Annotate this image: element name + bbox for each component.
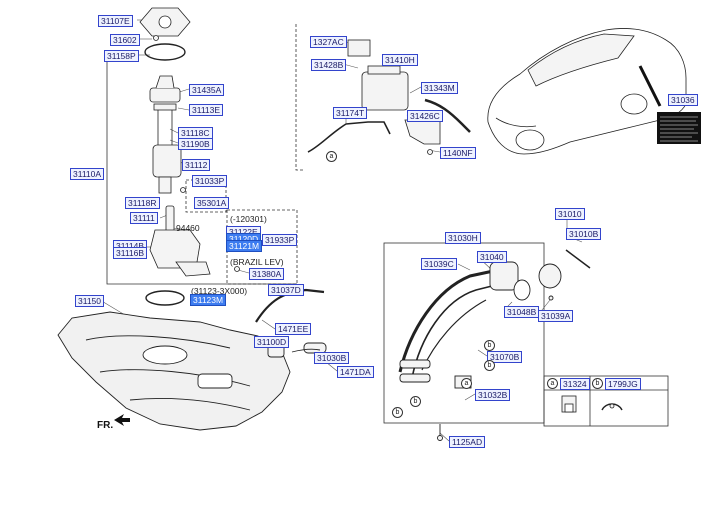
part-31150[interactable]: 31150 bbox=[75, 295, 105, 307]
part-31010[interactable]: 31010 bbox=[555, 208, 585, 220]
part-31030H[interactable]: 31030H bbox=[445, 232, 481, 244]
part-31343M[interactable]: 31343M bbox=[421, 82, 458, 94]
part-31036[interactable]: 31036 bbox=[668, 94, 698, 106]
part-1125AD[interactable]: 1125AD bbox=[449, 436, 486, 448]
part-31110A[interactable]: 31110A bbox=[70, 168, 105, 180]
part-31933P-right[interactable]: 31933P bbox=[262, 234, 298, 246]
part-31107E[interactable]: 31107E bbox=[98, 15, 133, 27]
part-31174T[interactable]: 31174T bbox=[333, 107, 368, 119]
note-date-range: (-120301) bbox=[230, 214, 267, 224]
part-31435A[interactable]: 31435A bbox=[189, 84, 225, 96]
note-brazil-partno: (31123-3X000) bbox=[191, 286, 248, 296]
callout-b-2: b bbox=[484, 360, 495, 371]
part-31380A[interactable]: 31380A bbox=[249, 268, 285, 280]
part-31118R[interactable]: 31118R bbox=[125, 197, 160, 209]
part-1799JG[interactable]: 1799JG bbox=[605, 378, 641, 390]
callout-b-3: b bbox=[392, 407, 403, 418]
part-31070B[interactable]: 31070B bbox=[487, 351, 523, 363]
part-31032B[interactable]: 31032B bbox=[475, 389, 511, 401]
legend-ref-b: b bbox=[592, 378, 603, 389]
callout-b-4: b bbox=[410, 396, 421, 407]
callout-a-hose: a bbox=[326, 151, 337, 162]
part-31324[interactable]: 31324 bbox=[560, 378, 590, 390]
part-31602[interactable]: 31602 bbox=[110, 34, 140, 46]
part-31100D[interactable]: 31100D bbox=[254, 336, 290, 348]
part-31033P-top[interactable]: 31033P bbox=[192, 175, 228, 187]
part-31030B[interactable]: 31030B bbox=[314, 352, 350, 364]
part-31112[interactable]: 31112 bbox=[182, 159, 211, 171]
part-31428B[interactable]: 31428B bbox=[311, 59, 347, 71]
part-31121M[interactable]: 31121M bbox=[226, 240, 263, 252]
part-1327AC[interactable]: 1327AC bbox=[310, 36, 347, 48]
part-31111[interactable]: 31111 bbox=[130, 212, 158, 224]
part-31037D[interactable]: 31037D bbox=[268, 284, 304, 296]
legend-ref-a: a bbox=[547, 378, 558, 389]
part-1140NF[interactable]: 1140NF bbox=[440, 147, 476, 159]
part-31426C[interactable]: 31426C bbox=[407, 110, 443, 122]
part-1471EE[interactable]: 1471EE bbox=[275, 323, 312, 335]
part-31039C[interactable]: 31039C bbox=[421, 258, 457, 270]
callout-b-1: b bbox=[484, 340, 495, 351]
front-direction-label: FR. bbox=[97, 420, 114, 431]
part-31010B[interactable]: 31010B bbox=[566, 228, 602, 240]
part-31158P[interactable]: 31158P bbox=[104, 50, 139, 62]
part-94460: 94460 bbox=[176, 223, 200, 233]
part-31190B[interactable]: 31190B bbox=[178, 138, 213, 150]
part-31048B[interactable]: 31048B bbox=[504, 306, 540, 318]
part-35301A[interactable]: 35301A bbox=[194, 197, 230, 209]
part-31123M[interactable]: 31123M bbox=[190, 294, 227, 306]
part-31040[interactable]: 31040 bbox=[477, 251, 507, 263]
part-31116B[interactable]: 31116B bbox=[113, 247, 148, 259]
part-31113E[interactable]: 31113E bbox=[189, 104, 224, 116]
part-31410H[interactable]: 31410H bbox=[382, 54, 418, 66]
part-1471DA[interactable]: 1471DA bbox=[337, 366, 374, 378]
note-brazil: (BRAZIL LEV) bbox=[230, 257, 284, 267]
callout-a-filler: a bbox=[461, 378, 472, 389]
part-31039A[interactable]: 31039A bbox=[538, 310, 574, 322]
